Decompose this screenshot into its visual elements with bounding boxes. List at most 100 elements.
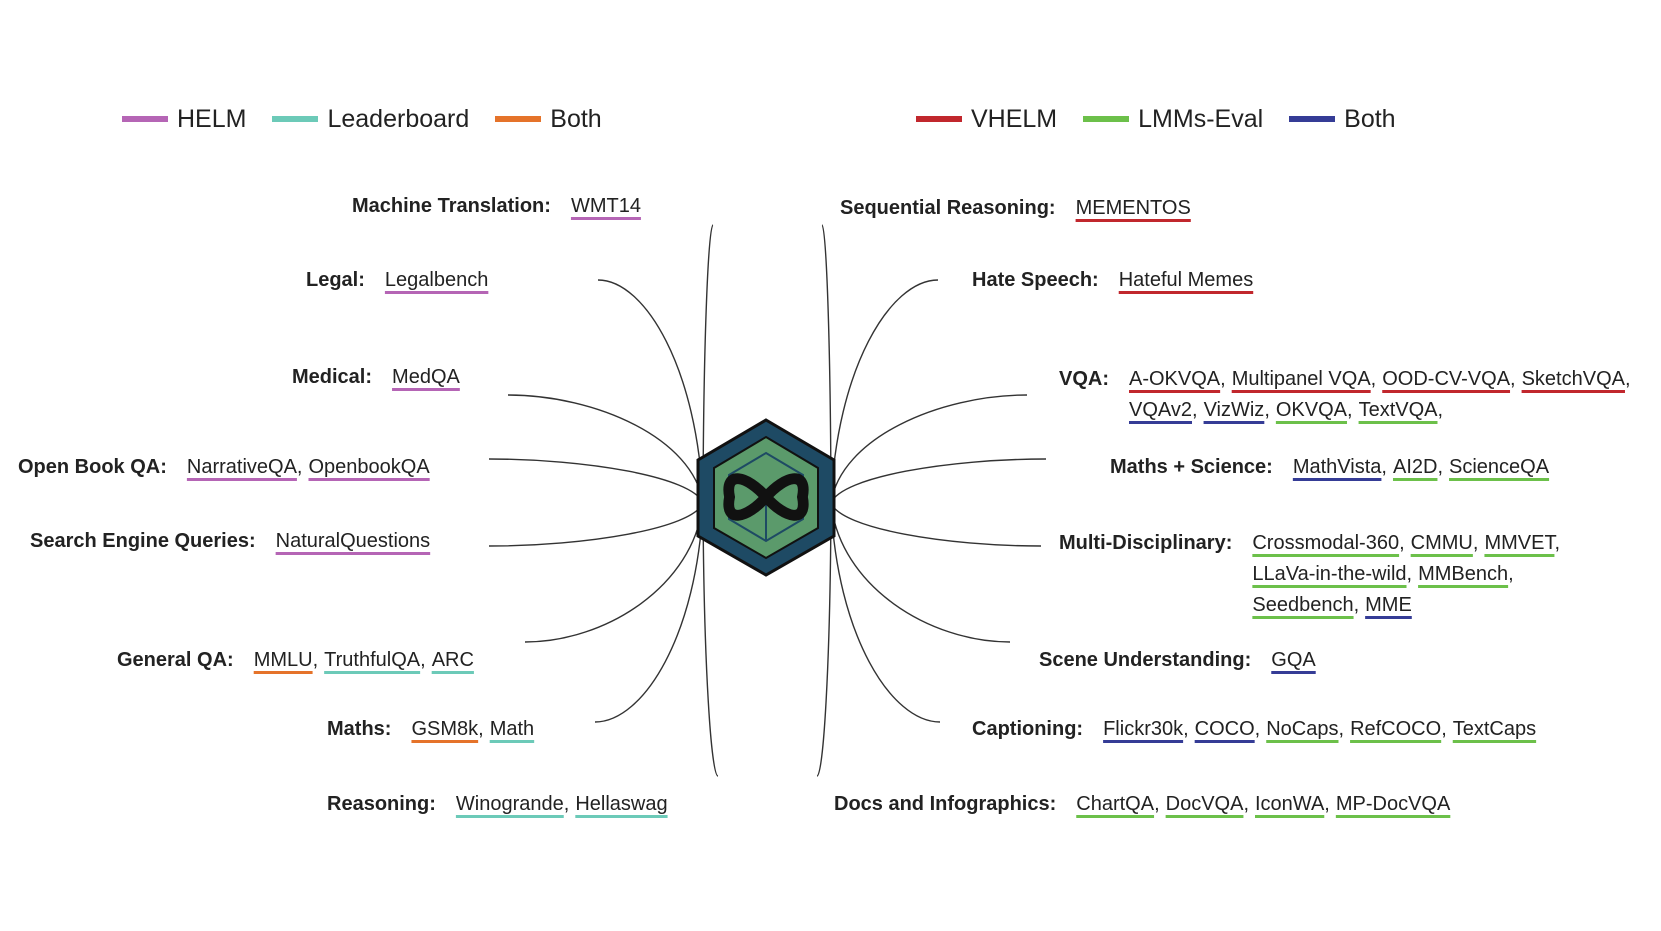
left-category-reasoning: Reasoning:Winogrande,Hellaswag bbox=[327, 789, 668, 820]
benchmark-link-truthfulqa[interactable]: TruthfulQA bbox=[324, 649, 421, 671]
legend-swatch bbox=[916, 116, 962, 122]
right-category-scene-understanding: Scene Understanding: GQA bbox=[1039, 645, 1316, 676]
connector-wire bbox=[488, 458, 704, 504]
benchmark-link-seedbench[interactable]: Seedbench bbox=[1252, 594, 1354, 616]
benchmark-link-textcaps[interactable]: TextCaps bbox=[1452, 718, 1537, 740]
category-label: Scene Understanding: bbox=[1039, 649, 1252, 671]
benchmark-link-textvqa[interactable]: TextVQA bbox=[1358, 399, 1438, 421]
legend-left: HELM Leaderboard Both bbox=[122, 101, 628, 137]
benchmark-link-mmvet[interactable]: MMVET bbox=[1484, 532, 1555, 554]
category-label: Docs and Infographics: bbox=[834, 793, 1057, 815]
benchmark-link-mp-docvqa[interactable]: MP-DocVQA bbox=[1335, 793, 1451, 815]
legend-label: Both bbox=[550, 104, 602, 133]
benchmark-list: GSM8k,Math bbox=[411, 718, 535, 740]
connector-wire bbox=[830, 279, 939, 504]
benchmark-list: NaturalQuestions bbox=[276, 526, 431, 557]
benchmark-list: Hateful Memes bbox=[1119, 265, 1254, 296]
category-label: Machine Translation: bbox=[352, 195, 551, 217]
benchmark-list: Legalbench bbox=[385, 265, 488, 296]
legend-item-both: Both bbox=[495, 104, 602, 134]
benchmark-list: MathVista,AI2D,ScienceQA bbox=[1292, 456, 1550, 478]
category-label: General QA: bbox=[117, 649, 234, 671]
category-label: Maths + Science: bbox=[1110, 456, 1273, 478]
right-category-vqa: VQA: A-OKVQA,Multipanel VQA,OOD-CV-VQA,Sk… bbox=[1059, 364, 1661, 426]
legend-item-leaderboard: Leaderboard bbox=[272, 105, 469, 134]
benchmark-link-winogrande[interactable]: Winogrande bbox=[455, 793, 564, 815]
connector-wire bbox=[830, 502, 941, 723]
benchmark-link-vizwiz[interactable]: VizWiz bbox=[1203, 399, 1265, 421]
benchmark-link-scienceqa[interactable]: ScienceQA bbox=[1449, 456, 1550, 478]
benchmark-link-a-okvqa[interactable]: A-OKVQA bbox=[1129, 368, 1221, 390]
left-category-medical: Medical:MedQA bbox=[292, 362, 460, 393]
benchmark-link-hateful-memes[interactable]: Hateful Memes bbox=[1118, 269, 1254, 291]
benchmark-link-legalbench[interactable]: Legalbench bbox=[384, 269, 489, 291]
benchmark-link-chartqa[interactable]: ChartQA bbox=[1076, 793, 1155, 815]
connector-wire bbox=[816, 502, 832, 777]
connector-wire bbox=[597, 279, 704, 504]
legend-item-vhelm: VHELM bbox=[916, 105, 1057, 134]
benchmark-link-math[interactable]: Math bbox=[489, 718, 535, 740]
benchmark-list: A-OKVQA,Multipanel VQA,OOD-CV-VQA,Sketch… bbox=[1129, 368, 1631, 421]
connector-wire bbox=[702, 224, 714, 504]
benchmark-link-gsm8k[interactable]: GSM8k bbox=[411, 718, 479, 740]
category-label: Multi-Disciplinary: bbox=[1059, 532, 1233, 554]
connector-wire bbox=[830, 394, 1028, 504]
benchmark-link-iconwa[interactable]: IconWA bbox=[1255, 793, 1325, 815]
benchmark-link-coco[interactable]: COCO bbox=[1194, 718, 1255, 740]
legend-swatch bbox=[122, 116, 168, 122]
benchmark-link-gqa[interactable]: GQA bbox=[1271, 649, 1316, 671]
benchmark-link-okvqa[interactable]: OKVQA bbox=[1275, 399, 1348, 421]
benchmark-list: MEMENTOS bbox=[1076, 193, 1191, 224]
benchmark-link-vqav2[interactable]: VQAv2 bbox=[1129, 399, 1192, 421]
benchmark-link-llava-in-the-wild[interactable]: LLaVa-in-the-wild bbox=[1252, 563, 1407, 585]
category-label: Open Book QA: bbox=[18, 456, 167, 478]
benchmark-list: MMLU,TruthfulQA,ARC bbox=[253, 649, 474, 671]
benchmark-link-docvqa[interactable]: DocVQA bbox=[1165, 793, 1244, 815]
benchmark-link-crossmodal-360[interactable]: Crossmodal-360 bbox=[1252, 532, 1400, 554]
legend-swatch bbox=[272, 116, 319, 122]
benchmark-list: NarrativeQA,OpenbookQA bbox=[186, 456, 430, 478]
right-category-maths-science: Maths + Science: MathVista,AI2D,ScienceQA bbox=[1110, 452, 1549, 483]
benchmark-link-naturalquestions[interactable]: NaturalQuestions bbox=[275, 530, 431, 552]
connector-wire bbox=[524, 502, 704, 643]
benchmark-link-cmmu[interactable]: CMMU bbox=[1410, 532, 1473, 554]
benchmark-link-refcoco[interactable]: RefCOCO bbox=[1350, 718, 1442, 740]
connector-wire bbox=[507, 394, 704, 504]
left-category-legal: Legal:Legalbench bbox=[306, 265, 488, 296]
benchmark-link-mme[interactable]: MME bbox=[1365, 594, 1412, 616]
benchmark-link-nocaps[interactable]: NoCaps bbox=[1266, 718, 1339, 740]
legend-label: HELM bbox=[177, 104, 247, 133]
category-label: Hate Speech: bbox=[972, 269, 1099, 291]
category-label: Maths: bbox=[327, 718, 392, 740]
benchmark-link-mathvista[interactable]: MathVista bbox=[1292, 456, 1382, 478]
category-label: Captioning: bbox=[972, 718, 1084, 740]
benchmark-link-narrativeqa[interactable]: NarrativeQA bbox=[186, 456, 297, 478]
legend-item-both: Both bbox=[1289, 105, 1396, 134]
benchmark-link-flickr30k[interactable]: Flickr30k bbox=[1103, 718, 1184, 740]
legend-label: Leaderboard bbox=[327, 104, 470, 133]
benchmark-link-sketchvqa[interactable]: SketchVQA bbox=[1521, 368, 1625, 390]
benchmark-list: Flickr30k,COCO,NoCaps,RefCOCO,TextCaps bbox=[1103, 718, 1537, 740]
connector-wire bbox=[702, 502, 719, 777]
right-category-multi-disciplinary: Multi-Disciplinary:Crossmodal-360,CMMU,M… bbox=[1059, 528, 1612, 621]
benchmark-link-medqa[interactable]: MedQA bbox=[392, 366, 460, 388]
legend-label: VHELM bbox=[971, 104, 1058, 133]
category-label: Search Engine Queries: bbox=[30, 530, 256, 552]
benchmark-link-mementos[interactable]: MEMENTOS bbox=[1075, 197, 1191, 219]
benchmark-link-multipanel-vqa[interactable]: Multipanel VQA bbox=[1231, 368, 1371, 390]
benchmark-link-wmt14[interactable]: WMT14 bbox=[570, 195, 641, 217]
benchmark-link-openbookqa[interactable]: OpenbookQA bbox=[308, 456, 430, 478]
benchmark-link-ood-cv-vqa[interactable]: OOD-CV-VQA bbox=[1382, 368, 1511, 390]
benchmark-link-mmlu[interactable]: MMLU bbox=[253, 649, 313, 671]
connector-wire bbox=[830, 502, 1042, 547]
left-category-maths: Maths: GSM8k,Math bbox=[327, 714, 534, 745]
category-label: VQA: bbox=[1059, 368, 1109, 390]
category-label: Reasoning: bbox=[327, 793, 436, 815]
benchmark-link-hellaswag[interactable]: Hellaswag bbox=[575, 793, 668, 815]
benchmark-link-mmbench[interactable]: MMBench bbox=[1418, 563, 1509, 585]
left-category-general-qa: General QA: MMLU,TruthfulQA,ARC bbox=[117, 645, 474, 676]
legend-swatch bbox=[495, 116, 542, 122]
benchmark-link-arc[interactable]: ARC bbox=[431, 649, 474, 671]
benchmark-link-ai2d[interactable]: AI2D bbox=[1392, 456, 1438, 478]
